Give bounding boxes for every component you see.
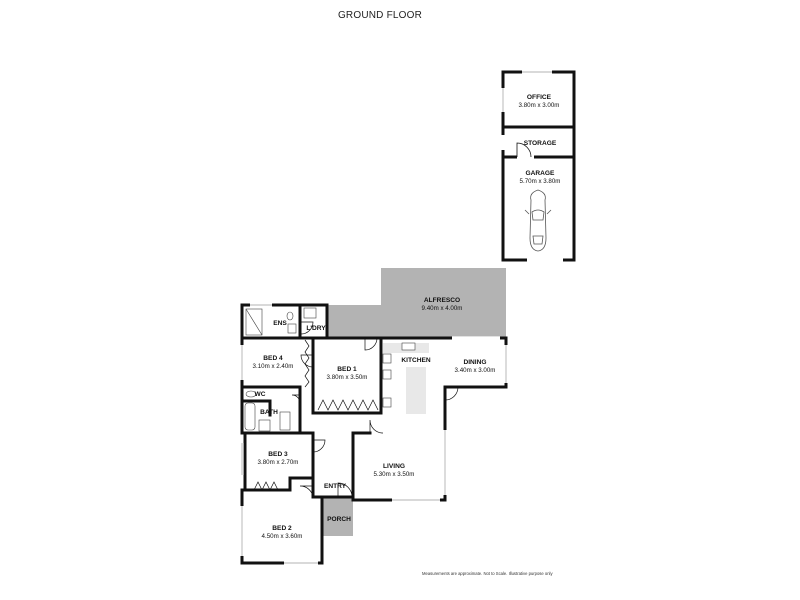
- living-dims: 5.30m x 3.50m: [374, 471, 415, 478]
- oven: [382, 369, 392, 380]
- garage-dims: 5.70m x 3.80m: [520, 178, 561, 185]
- detached-window-lines: [502, 71, 552, 112]
- fridge: [382, 353, 392, 364]
- dining-label: DINING: [463, 359, 486, 366]
- bath-vanity: [279, 411, 291, 431]
- office-label: OFFICE: [527, 94, 552, 101]
- ens-toilet: [286, 311, 294, 321]
- alfresco-label: ALFRESCO: [424, 297, 460, 304]
- storage-door-swing: [516, 142, 532, 158]
- bed1-dims: 3.80m x 3.50m: [327, 374, 368, 381]
- kitchen-island: [406, 367, 426, 414]
- main-windows-lines: [241, 304, 507, 564]
- kitchen-sink: [401, 342, 416, 351]
- bed2-dims: 4.50m x 3.60m: [262, 533, 303, 540]
- ldry-label: L'DRY: [306, 325, 326, 332]
- kitchen-label: KITCHEN: [401, 357, 431, 364]
- car-icon: [524, 189, 552, 252]
- ens-vanity: [287, 323, 297, 334]
- room-labels: OFFICE 3.80m x 3.00m STORAGE GARAGE 5.70…: [253, 94, 561, 540]
- office-dims: 3.80m x 3.00m: [519, 102, 560, 109]
- living-label: LIVING: [383, 463, 405, 470]
- bed4-label: BED 4: [263, 355, 283, 362]
- stove: [382, 397, 392, 408]
- garage-label: GARAGE: [526, 170, 556, 177]
- ens-label: ENS: [273, 320, 287, 327]
- floor-title: GROUND FLOOR: [337, 10, 423, 21]
- dining-dims: 3.40m x 3.00m: [455, 367, 496, 374]
- wc-label: WC: [255, 391, 266, 398]
- door-swings: [291, 321, 459, 498]
- bed1-label: BED 1: [337, 366, 357, 373]
- wc-toilet: [245, 390, 257, 398]
- porch-area: [322, 497, 353, 536]
- wardrobe-doors: [253, 339, 379, 491]
- alfresco-dims: 9.40m x 4.00m: [422, 305, 463, 312]
- bath-shower: [258, 419, 271, 432]
- bath-label: BATH: [260, 409, 278, 416]
- bed2-label: BED 2: [272, 525, 292, 532]
- bed4-dims: 3.10m x 2.40m: [253, 363, 294, 370]
- bed3-label: BED 3: [268, 451, 288, 458]
- bathtub: [244, 402, 256, 431]
- outdoor-areas: [322, 268, 506, 536]
- disclaimer-note: Measurements are approximate. Not to Sca…: [422, 571, 553, 576]
- alfresco-area: [327, 268, 506, 338]
- laundry-tub: [303, 307, 317, 319]
- porch-label: PORCH: [327, 516, 351, 523]
- entry-label: ENTRY: [324, 483, 347, 490]
- fixtures: [244, 307, 416, 432]
- storage-label: STORAGE: [524, 140, 557, 147]
- bed3-dims: 3.80m x 2.70m: [258, 459, 299, 466]
